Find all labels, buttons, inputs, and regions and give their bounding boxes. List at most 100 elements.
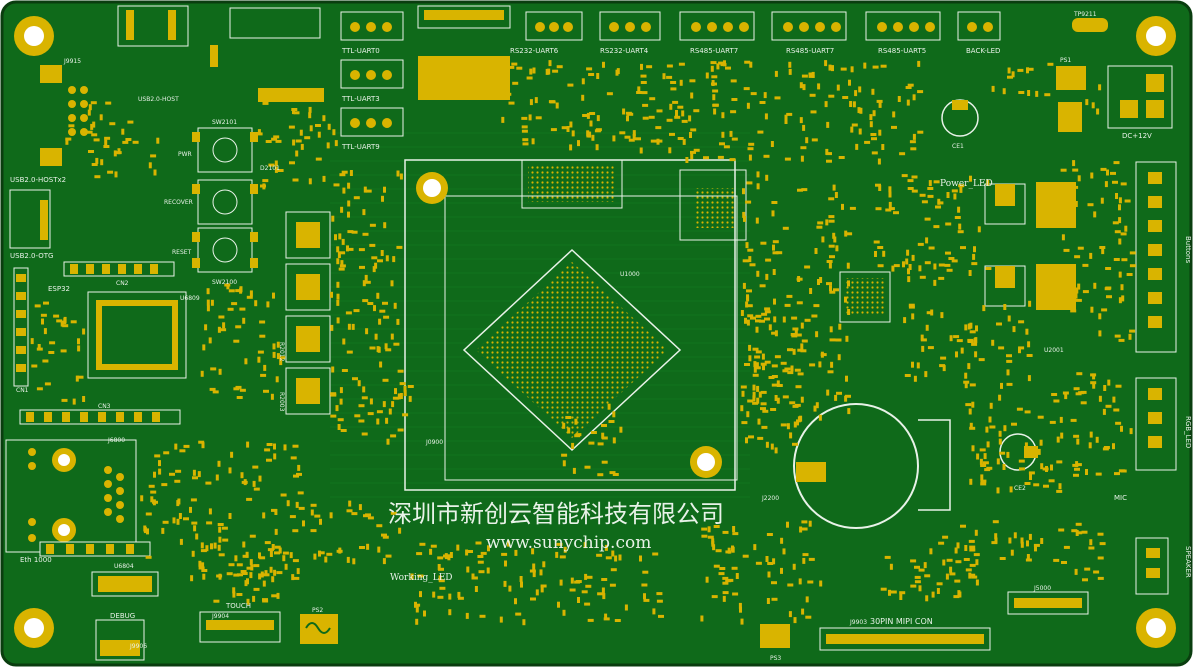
smd-pad xyxy=(639,555,642,562)
smd-pad xyxy=(501,116,505,123)
smd-pad xyxy=(877,264,884,268)
smd-pad xyxy=(390,511,397,515)
smd-pad xyxy=(259,556,266,560)
smd-pad xyxy=(212,390,219,394)
smd-pad xyxy=(998,430,1002,437)
smd-pad xyxy=(1129,428,1133,435)
smd-pad xyxy=(487,545,490,552)
smd-pad xyxy=(829,326,833,333)
smd-pad xyxy=(601,436,608,440)
smd-pad xyxy=(1049,420,1056,424)
smd-pad xyxy=(290,456,297,460)
smd-pad xyxy=(92,121,96,128)
smd-pad xyxy=(1090,306,1094,313)
smd-pad xyxy=(763,92,767,99)
smd-pad xyxy=(658,614,664,618)
smd-pad xyxy=(227,307,234,311)
smd-pad xyxy=(1013,532,1017,539)
smd-pad xyxy=(818,361,822,368)
smd-pad xyxy=(262,512,266,519)
smd-pad xyxy=(973,246,976,253)
smd-pad xyxy=(93,138,100,142)
smd-pad xyxy=(884,555,891,559)
smd-pad xyxy=(639,147,643,154)
smd-pad xyxy=(873,240,880,244)
smd-pad xyxy=(253,564,260,568)
smd-pad xyxy=(925,237,929,244)
smd-pad xyxy=(828,262,832,269)
smd-pad xyxy=(1034,545,1037,552)
smd-pad xyxy=(535,116,542,120)
smd-pad xyxy=(390,333,394,340)
smd-pad xyxy=(347,182,351,189)
smd-pad xyxy=(1029,474,1032,480)
smd-pad xyxy=(601,587,605,594)
smd-pad xyxy=(743,87,750,91)
smd-pad xyxy=(333,183,340,187)
smd-pad xyxy=(529,569,536,573)
smd-pad xyxy=(829,255,835,259)
smd-pad xyxy=(91,163,98,166)
smd-pad xyxy=(77,338,80,345)
smd-pad xyxy=(815,402,819,409)
smd-pad xyxy=(326,552,333,556)
smd-pad xyxy=(628,138,635,142)
smd-pad xyxy=(833,236,837,243)
smd-pad xyxy=(145,512,152,516)
smd-pad xyxy=(971,401,975,408)
smd-pad xyxy=(921,345,925,352)
smd-pad xyxy=(283,444,287,451)
smd-pad xyxy=(1039,439,1043,446)
smd-pad xyxy=(1089,431,1093,438)
ce2-label: CE2 xyxy=(1014,485,1026,492)
smd-pad xyxy=(911,175,918,179)
smd-pad xyxy=(292,178,299,182)
smd-pad xyxy=(619,426,623,433)
smd-pad xyxy=(802,553,809,557)
smd-pad xyxy=(217,460,221,467)
smd-pad xyxy=(809,288,813,294)
j9904-label: J9904 xyxy=(211,613,229,620)
smd-pad xyxy=(1082,290,1089,294)
smd-pad xyxy=(924,574,931,578)
smd-pad xyxy=(521,116,528,120)
smd-pad xyxy=(1073,387,1080,391)
smd-pad xyxy=(240,472,244,479)
smd-pad xyxy=(813,405,817,412)
smd-pad xyxy=(1047,62,1054,66)
smd-pad xyxy=(640,74,647,78)
smd-pad xyxy=(385,554,392,558)
smd-pad xyxy=(989,425,996,429)
smd-pad xyxy=(974,351,978,358)
smd-pad xyxy=(349,170,353,176)
smd-pad xyxy=(907,268,910,275)
smd-pad xyxy=(1129,329,1136,333)
smd-pad xyxy=(228,289,235,293)
smd-pad xyxy=(881,144,885,150)
smd-pad xyxy=(342,187,346,194)
smd-pad xyxy=(748,355,752,362)
smd-pad xyxy=(742,282,746,289)
smd-pad xyxy=(200,549,207,553)
smd-pad xyxy=(242,554,249,558)
smd-pad xyxy=(969,545,976,549)
smd-pad xyxy=(532,571,536,578)
smd-pad xyxy=(1118,297,1122,304)
smd-pad xyxy=(330,291,333,298)
smd-pad xyxy=(530,597,536,601)
smd-pad xyxy=(1065,270,1069,277)
smd-pad xyxy=(914,565,920,569)
smd-pad xyxy=(716,63,720,70)
smd-pad xyxy=(666,118,673,122)
smd-pad xyxy=(998,346,1005,350)
smd-pad xyxy=(712,94,716,101)
smd-pad xyxy=(336,246,340,253)
smd-pad xyxy=(292,559,299,563)
smd-pad xyxy=(1120,284,1124,291)
smd-pad xyxy=(967,323,971,330)
smd-pad xyxy=(975,325,978,332)
smd-pad xyxy=(656,592,663,596)
smd-pad xyxy=(314,514,321,518)
smd-pad xyxy=(310,529,317,533)
smd-pad xyxy=(776,397,780,404)
